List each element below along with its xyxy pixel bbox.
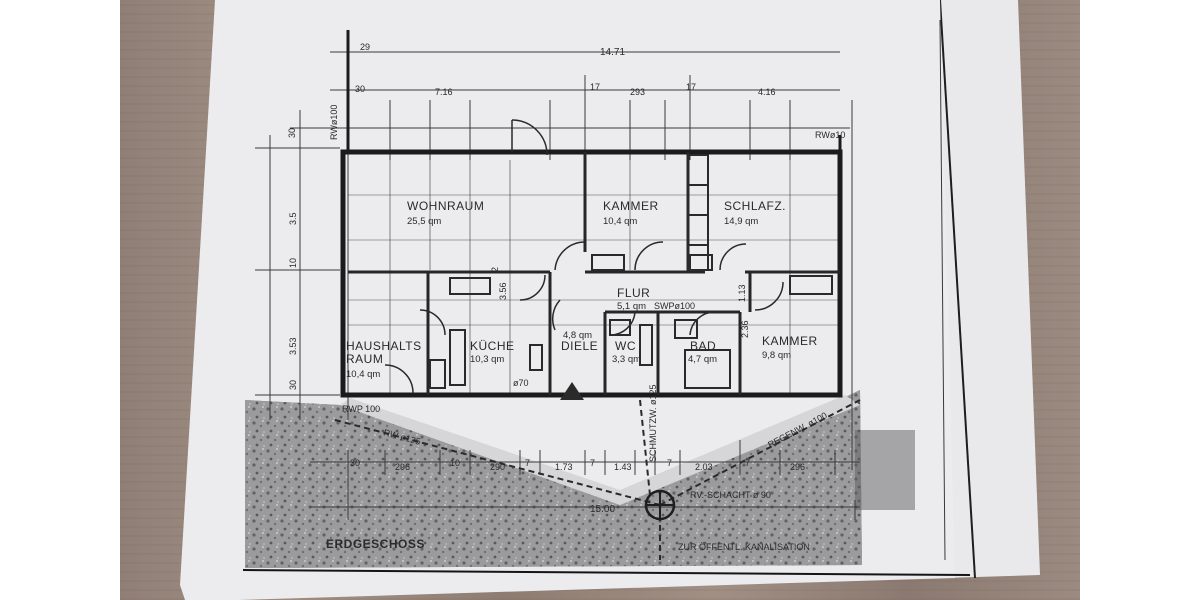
- dim-top-293: 293: [630, 87, 645, 97]
- label-rw-top-left: RWø100: [329, 105, 339, 140]
- room-haushalts-name2: RAUM: [346, 352, 383, 366]
- dim-inner-2: 2: [490, 267, 500, 272]
- room-schlafz-name: SCHLAFZ.: [724, 199, 786, 213]
- sewer-lines: [334, 399, 861, 560]
- label-swp: SWPø100: [654, 301, 695, 311]
- room-diele-area: 4,8 qm: [563, 330, 592, 341]
- dim-bot-7d: 7: [745, 458, 750, 468]
- dim-inner-70: ø70: [513, 378, 529, 388]
- dim-bot-143: 1.43: [614, 462, 632, 472]
- room-haushalts-area: 10,4 qm: [346, 369, 380, 380]
- dim-bot-7b: 7: [590, 458, 595, 468]
- dim-bot-30: 30: [350, 458, 360, 468]
- built-in-furniture: [429, 154, 833, 389]
- room-wc-area: 3,3 qm: [612, 354, 641, 365]
- label-schacht: RV.-SCHACHT ø 90: [690, 490, 771, 500]
- dim-bot-total: 15.00: [590, 504, 615, 515]
- room-kueche-area: 10,3 qm: [470, 354, 504, 365]
- room-kueche-name: KÜCHE: [470, 339, 515, 353]
- room-wc-name: WC: [615, 339, 636, 353]
- dim-bot-290: 290: [490, 462, 505, 472]
- dim-bot-7c: 7: [667, 458, 672, 468]
- room-wohnraum-name: WOHNRAUM: [407, 199, 484, 213]
- dim-inner-236: 2.36: [740, 320, 750, 338]
- room-kammer2-name: KAMMER: [762, 334, 818, 348]
- room-haushalts-name: HAUSHALTS: [346, 339, 422, 353]
- dim-left-30a: 30: [287, 128, 297, 138]
- plan-caption: ERDGESCHOSS: [326, 537, 425, 551]
- label-schmutz: SCHMUTZW. ø125: [648, 384, 658, 462]
- room-flur-area: 5,1 qm: [617, 301, 646, 312]
- room-flur-name: FLUR: [617, 286, 650, 300]
- dim-inner-356: 3.56: [498, 282, 508, 300]
- dim-bot-296: 296: [395, 462, 410, 472]
- ground-texture: [245, 390, 862, 568]
- dim-top-29: 29: [360, 42, 370, 52]
- room-bad-area: 4,7 qm: [688, 354, 717, 365]
- door-swings: [384, 119, 784, 394]
- label-kanal: ZUR ÖFFENTL. KANALISATION: [678, 542, 810, 552]
- dim-bot-173: 1.73: [555, 462, 573, 472]
- dim-top-17a: 17: [590, 82, 600, 92]
- dim-left-10: 10: [288, 258, 298, 268]
- room-kammer-area: 10,4 qm: [603, 216, 637, 227]
- room-wohnraum-area: 25,5 qm: [407, 216, 441, 227]
- grid-lines: [255, 51, 860, 520]
- inner-walls: [348, 152, 840, 395]
- dim-bot-203: 2.03: [695, 462, 713, 472]
- entrance-marker: [560, 382, 584, 400]
- label-rw-top-right: RWø10: [815, 130, 845, 140]
- dim-bot-10: 10: [450, 458, 460, 468]
- dim-left-35: 3.5: [288, 212, 298, 225]
- dim-top-17b: 17: [686, 82, 696, 92]
- dim-bot-7a: 7: [525, 458, 530, 468]
- room-kammer2-area: 9,8 qm: [762, 350, 791, 361]
- room-bad-name: BAD: [690, 339, 716, 353]
- dim-inner-113: 1.13: [737, 284, 747, 302]
- room-schlafz-area: 14,9 qm: [724, 216, 758, 227]
- dim-left-353: 3.53: [288, 337, 298, 355]
- room-diele-name: DIELE: [561, 339, 598, 353]
- dim-top-total: 14.71: [600, 47, 625, 58]
- room-kammer-name: KAMMER: [603, 199, 659, 213]
- label-rwp: RWP 100: [342, 404, 380, 414]
- dim-bot-296b: 296: [790, 462, 805, 472]
- dim-left-30b: 30: [288, 380, 298, 390]
- dim-top-716: 7.16: [435, 87, 453, 97]
- dim-top-416: 4.16: [758, 87, 776, 97]
- dim-top-30: 30: [355, 84, 365, 94]
